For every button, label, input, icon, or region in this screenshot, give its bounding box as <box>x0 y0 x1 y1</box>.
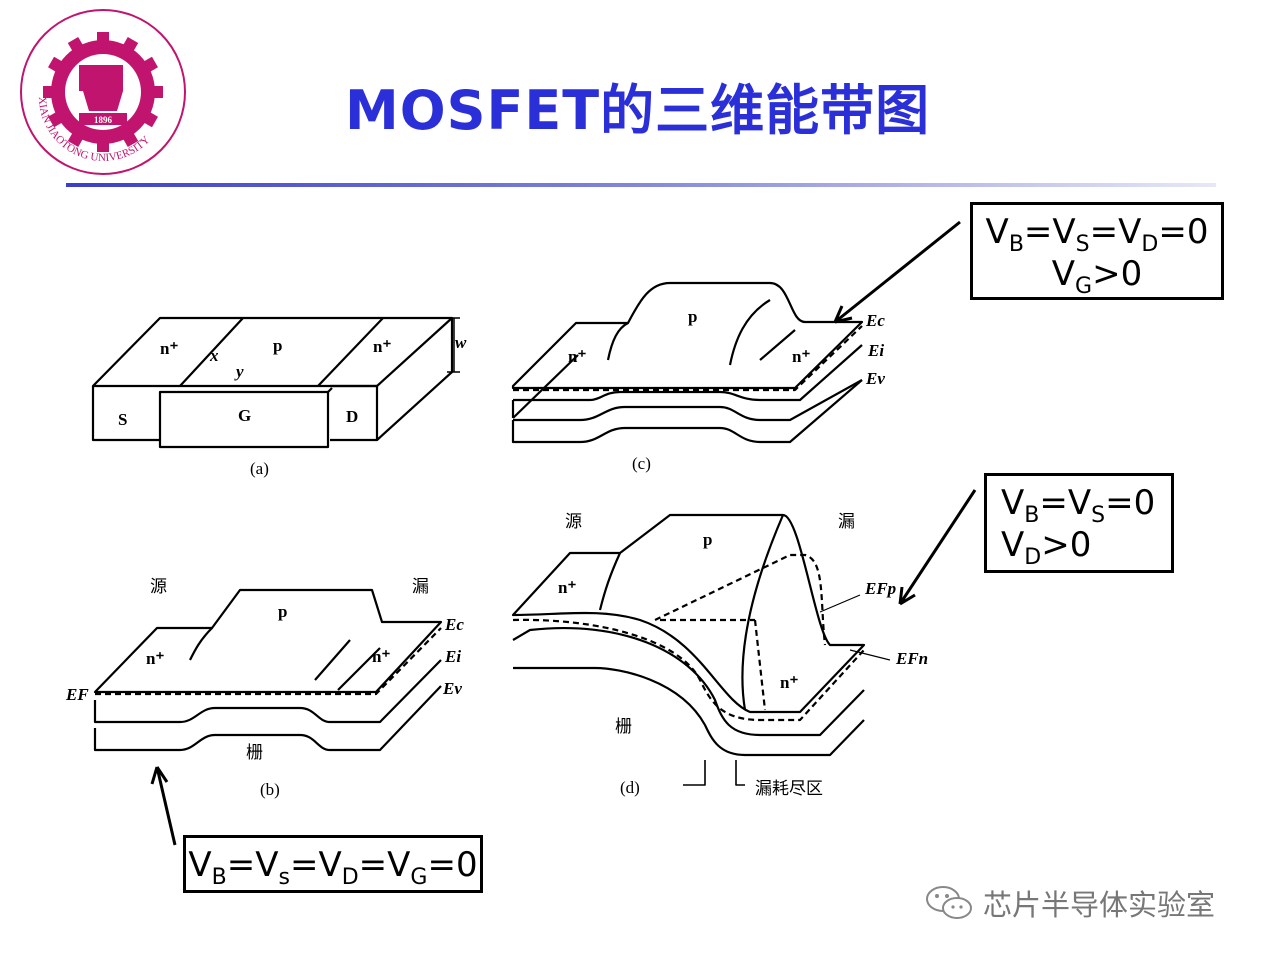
label-ev: Ev <box>865 369 885 388</box>
label-efp: EFp <box>864 579 896 598</box>
label-gate: G <box>238 406 251 425</box>
condition-box-b: VB=Vs=VD=VG=0 <box>183 835 483 893</box>
label-drain-cn: 漏 <box>838 512 855 531</box>
caption-b: (b) <box>260 780 280 799</box>
label-p: p <box>703 530 712 549</box>
label-n-plus: n⁺ <box>792 347 810 366</box>
arrows <box>150 220 977 846</box>
label-p: p <box>278 602 287 621</box>
label-depletion-region: 漏耗尽区 <box>755 779 823 798</box>
label-n-plus: n⁺ <box>146 649 164 668</box>
label-drain: D <box>346 407 358 426</box>
watermark-text: 芯片半导体实验室 <box>983 888 1216 922</box>
title-divider <box>66 183 1216 187</box>
university-logo: 1896 XIAN JIAOTONG UNIVERSITY <box>20 9 186 175</box>
wechat-icon <box>926 886 972 919</box>
caption-d: (d) <box>620 778 640 797</box>
condition-line: VB=Vs=VD=VG=0 <box>188 845 478 890</box>
condition-line: VG>0 <box>1051 254 1143 299</box>
label-n-plus: n⁺ <box>372 647 390 666</box>
figure-a-device <box>91 316 460 449</box>
figure-b-bands <box>93 588 443 752</box>
label-ei: Ei <box>444 647 461 666</box>
label-drain-cn: 漏 <box>412 577 429 596</box>
label-gate-cn: 栅 <box>615 717 632 736</box>
figure-c-bands <box>511 281 864 444</box>
label-source-cn: 源 <box>565 512 582 531</box>
logo-year: 1896 <box>94 115 113 125</box>
label-ef: EF <box>65 685 89 704</box>
caption-c: (c) <box>632 454 651 473</box>
figure-d-bands <box>511 513 891 786</box>
label-efn: EFn <box>895 649 928 668</box>
label-p: p <box>688 307 697 326</box>
condition-box-c: VB=VS=VD=0 VG>0 <box>970 202 1224 300</box>
label-n-plus: n⁺ <box>568 347 586 366</box>
label-n-plus: n⁺ <box>160 339 178 358</box>
page-title: MOSFET的三维能带图 <box>345 79 931 142</box>
arrow-to-fig-c <box>833 220 961 324</box>
label-source: S <box>118 410 127 429</box>
label-gate-cn: 栅 <box>246 743 263 762</box>
label-n-plus: n⁺ <box>373 337 391 356</box>
label-ec: Ec <box>865 311 885 330</box>
arrow-to-fig-d <box>898 489 977 606</box>
condition-box-d: VB=VS=0 VD>0 <box>984 473 1174 573</box>
label-w: w <box>455 333 467 352</box>
condition-line: VB=VS=VD=0 <box>985 212 1209 257</box>
label-ei: Ei <box>867 341 884 360</box>
label-y: y <box>234 362 244 381</box>
label-ev: Ev <box>442 679 462 698</box>
label-x: x <box>209 346 219 365</box>
label-n-plus: n⁺ <box>780 673 798 692</box>
label-source-cn: 源 <box>150 577 167 596</box>
arrow-to-fig-b <box>150 766 177 846</box>
label-p: p <box>273 336 282 355</box>
condition-line: VB=VS=0 <box>1001 483 1156 528</box>
condition-line: VD>0 <box>1001 525 1092 570</box>
label-ec: Ec <box>444 615 464 634</box>
watermark: 芯片半导体实验室 <box>925 882 1215 924</box>
caption-a: (a) <box>250 459 269 478</box>
label-n-plus: n⁺ <box>558 578 576 597</box>
